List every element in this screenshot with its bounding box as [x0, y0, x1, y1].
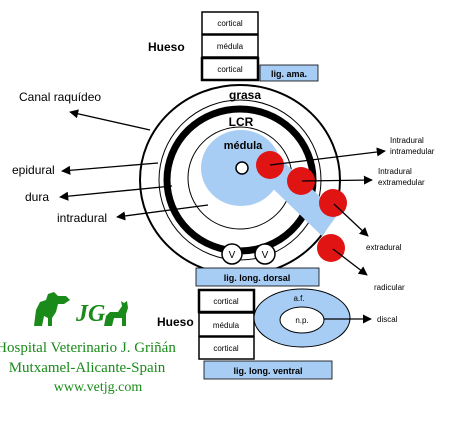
hospital-logo: JG Hospital Veterinario J. Griñán Mutxam… [0, 292, 176, 395]
np-label: n.p. [295, 316, 308, 325]
bone-bottom-box-cortical-2: cortical [198, 336, 255, 360]
bone-top-box-cortical-2: cortical [200, 56, 260, 82]
vessel-left: V [221, 243, 243, 265]
af-label: a.f. [293, 294, 304, 303]
extramedular-arrow [301, 175, 373, 185]
lig-ama-label-box: lig. ama. [259, 64, 319, 82]
extradural-arrow [333, 203, 369, 237]
bone-top-box-label: cortical [217, 65, 243, 74]
logo-line-1: Hospital Veterinario J. Griñán [0, 340, 176, 356]
dog-icon [34, 292, 70, 326]
bone-bottom-box-medula: médula [198, 312, 255, 337]
lig-long-dorsal-box: lig. long. dorsal [195, 267, 320, 287]
logo-line-2: Mutxamel-Alicante-Spain [9, 360, 166, 376]
intradural-intramedular-label-2: intramedular [390, 147, 435, 156]
lig-ama-text: lig. ama. [271, 69, 307, 79]
extradural-label: extradural [366, 243, 402, 252]
intradural-extramedular-label-2: extramedular [378, 178, 425, 187]
lig-long-dorsal-text: lig. long. dorsal [224, 273, 291, 283]
radicular-label: radicular [374, 283, 405, 292]
radicular-arrow [332, 248, 368, 276]
lesion-extramedular [287, 167, 315, 195]
intradural-intramedular-label-1: Intradural [390, 136, 424, 145]
canal-label: Canal raquídeo [19, 90, 101, 104]
bone-top-box-medula: médula [201, 34, 259, 58]
bone-bottom-box-label: cortical [213, 297, 239, 306]
lig-long-ventral-box: lig. long. ventral [203, 360, 333, 380]
dura-label: dura [25, 190, 49, 204]
bone-top-box-label: cortical [217, 19, 243, 28]
epidural-label: epidural [12, 163, 55, 177]
logo-line-3: www.vetjg.com [54, 380, 143, 395]
intradural-label: intradural [57, 211, 107, 225]
bone-top-box-cortical-1: cortical [201, 11, 259, 35]
cat-icon [104, 301, 128, 326]
lig-long-ventral-text: lig. long. ventral [233, 366, 302, 376]
dura-arrow [59, 185, 173, 201]
bone-top-box-label: médula [217, 42, 244, 51]
bone-bottom-box-label: médula [213, 321, 240, 330]
lcr-label: LCR [229, 115, 254, 129]
nucleus-pulposus [279, 306, 325, 334]
grasa-label: grasa [229, 88, 261, 102]
nerve-root-band [264, 162, 338, 236]
lesion-radicular [317, 234, 345, 262]
bone-bottom-box-label: cortical [213, 344, 239, 353]
vessel-right: V [254, 243, 276, 265]
intramedular-arrow [269, 147, 386, 166]
vessel-left-label: V [229, 250, 236, 261]
central-canal [235, 161, 249, 175]
intradural-arrow [116, 204, 209, 221]
medula-label: médula [224, 140, 263, 152]
intradural-extramedular-label-1: Intradural [378, 167, 412, 176]
discal-label: discal [377, 315, 398, 324]
logo-initials: JG [75, 301, 106, 327]
vessel-right-label: V [262, 250, 269, 261]
epidural-arrow [61, 162, 159, 175]
canal-arrow [69, 109, 151, 131]
bone-bottom-box-cortical-1: cortical [197, 288, 256, 314]
bone-bottom-title: Hueso [157, 315, 194, 329]
bone-top-title: Hueso [148, 40, 185, 54]
